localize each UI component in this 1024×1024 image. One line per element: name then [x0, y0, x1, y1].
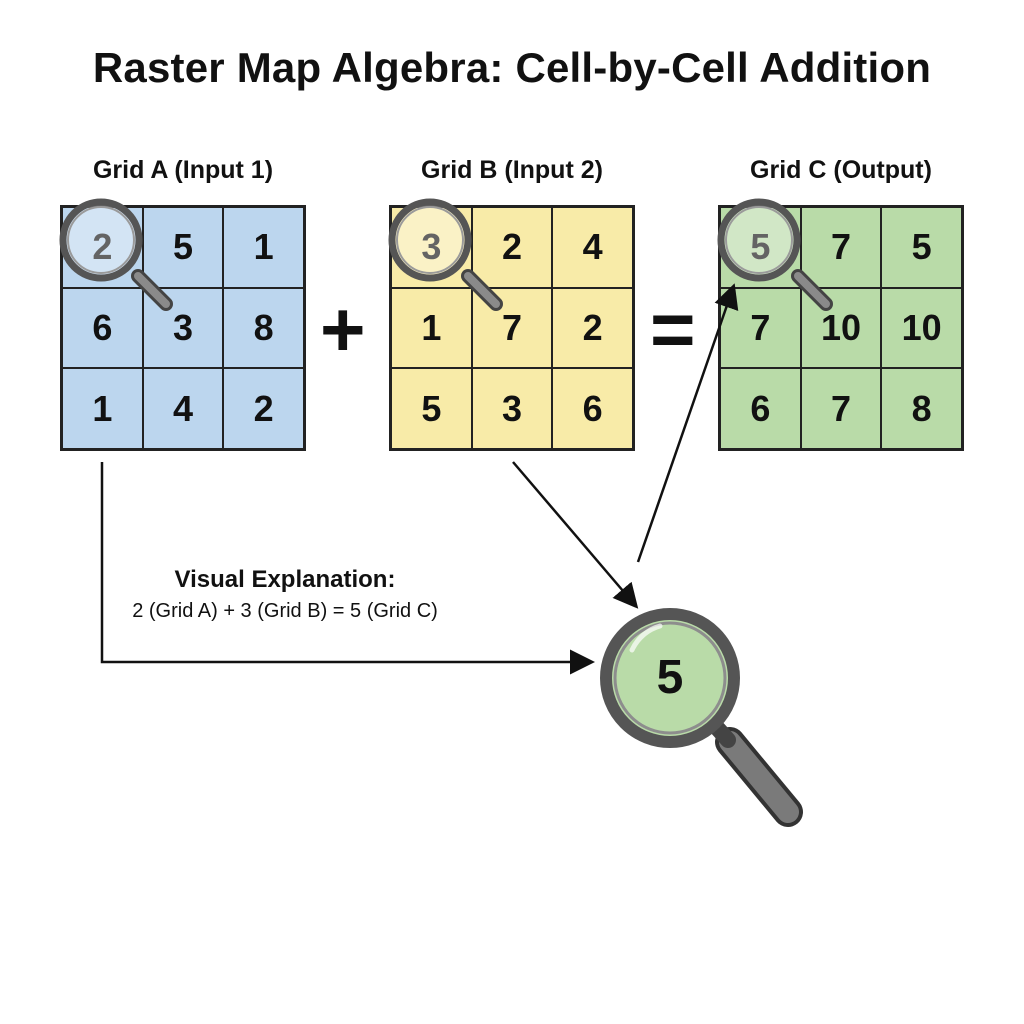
grid-a-cell: 5: [142, 207, 224, 288]
grid-a: 2 5 1 6 3 8 1 4 2: [60, 205, 306, 451]
arrow-icon: [100, 462, 595, 675]
grid-c-cell: 7: [800, 368, 882, 449]
grid-c-cell: 5: [881, 207, 962, 288]
grid-b-cell: 3: [391, 207, 472, 288]
grid-b-cell: 1: [391, 287, 472, 369]
diagram-title: Raster Map Algebra: Cell-by-Cell Additio…: [92, 44, 932, 91]
grid-b-cell: 7: [471, 287, 553, 369]
grid-c: 5 7 5 7 10 10 6 7 8: [718, 205, 964, 451]
grid-b-cell: 2: [552, 287, 633, 369]
grid-c-cell: 5: [720, 207, 801, 288]
grid-a-cell: 8: [223, 287, 304, 369]
grid-b-cell: 3: [471, 368, 553, 449]
explanation-equation: 2 (Grid A) + 3 (Grid B) = 5 (Grid C): [132, 600, 438, 622]
grid-a-cell: 3: [142, 287, 224, 369]
grid-b-cell: 5: [391, 368, 472, 449]
grid-c-cell: 8: [881, 368, 962, 449]
grid-a-cell: 4: [142, 368, 224, 449]
grid-a-cell: 6: [62, 287, 143, 369]
grid-b-cell: 6: [552, 368, 633, 449]
grid-b-label: Grid B (Input 2): [421, 156, 603, 184]
arrow-icon: [512, 461, 639, 609]
grid-c-label: Grid C (Output): [750, 156, 932, 184]
grid-c-cell: 6: [720, 368, 801, 449]
equals-operator: =: [650, 285, 696, 373]
explanation-title: Visual Explanation:: [174, 566, 396, 593]
grid-c-cell: 7: [800, 207, 882, 288]
grid-a-cell: 2: [223, 368, 304, 449]
grid-a-label: Grid A (Input 1): [92, 156, 274, 184]
grid-a-cell: 1: [62, 368, 143, 449]
grid-a-cell: 1: [223, 207, 304, 288]
grid-c-cell: 10: [881, 287, 962, 369]
grid-b-cell: 4: [552, 207, 633, 288]
plus-operator: +: [320, 285, 366, 373]
grid-c-cell: 7: [720, 287, 801, 369]
grid-b: 3 2 4 1 7 2 5 3 6: [389, 205, 635, 451]
result-value: 5: [656, 651, 684, 704]
grid-c-cell: 10: [800, 287, 882, 369]
grid-b-cell: 2: [471, 207, 553, 288]
grid-a-cell: 2: [62, 207, 143, 288]
